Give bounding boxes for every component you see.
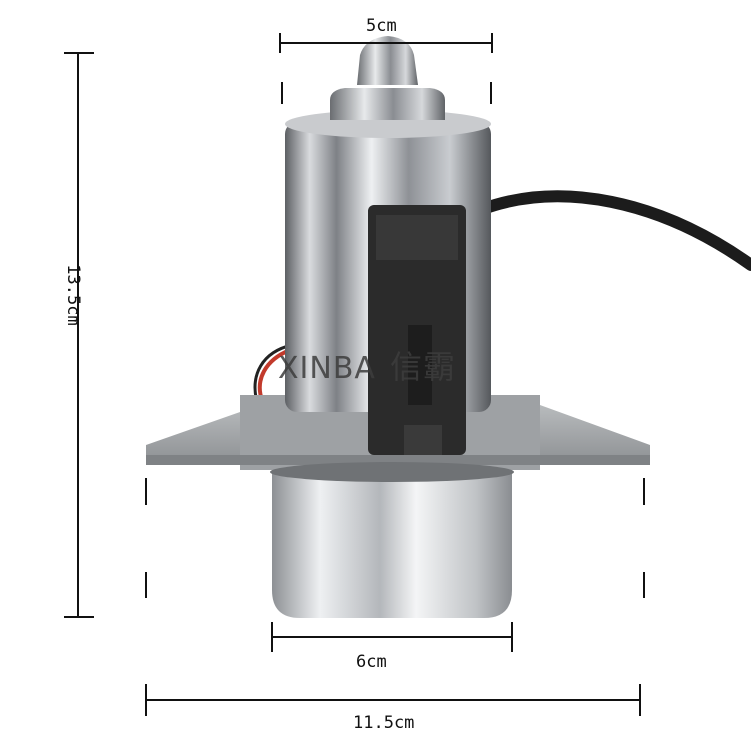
wires <box>257 348 291 401</box>
flange-width-label: 11.5cm <box>353 713 415 733</box>
dimension-lines <box>64 33 645 716</box>
top-width-label: 5cm <box>366 16 397 36</box>
brand-watermark: XINBA 信霸 <box>278 342 456 388</box>
power-cable <box>474 190 751 271</box>
electrical-connector <box>368 205 466 455</box>
height-label: 13.5cm <box>63 264 83 326</box>
watermark-latin: XINBA <box>278 351 376 386</box>
top-cap <box>330 36 445 120</box>
base-width-label: 6cm <box>356 652 387 672</box>
chrome-base-cup <box>270 462 514 618</box>
watermark-cjk: 信霸 <box>389 348 456 386</box>
